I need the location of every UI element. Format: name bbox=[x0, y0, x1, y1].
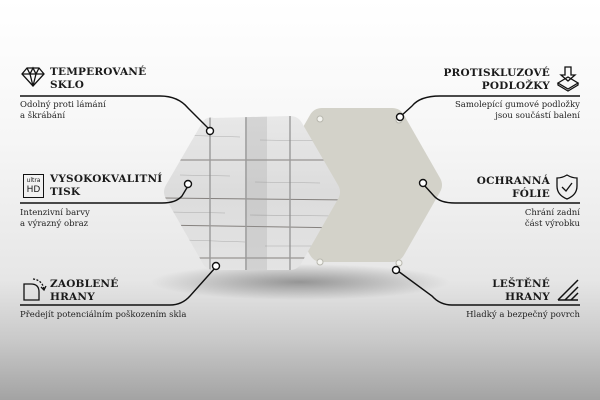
polished-edge-icon bbox=[557, 279, 579, 301]
diamond-icon bbox=[21, 66, 45, 87]
feature-polished-edges: LEŠTĚNÉ HRANY Hladký a bezpečný povrch bbox=[380, 274, 580, 334]
feature-desc-line1: Předejít potenciálním poškozením skla bbox=[20, 310, 187, 320]
feature-title-line1: VYSOKOKVALITNÍ bbox=[50, 173, 163, 185]
feature-desc-line1: Samolepící gumové podložky bbox=[454, 100, 580, 110]
feature-desc-line2: a škrábání bbox=[20, 110, 66, 121]
rounded-corner-icon bbox=[23, 278, 47, 301]
feature-desc-line1: Chrání zadní bbox=[524, 208, 580, 218]
feature-title-line1: OCHRANNÁ bbox=[476, 175, 550, 187]
shield-check-icon bbox=[556, 174, 578, 200]
feature-title-line2: SKLO bbox=[50, 79, 85, 91]
ultra-hd-icon: ultra HD bbox=[23, 174, 44, 198]
feature-title-line2: HRANY bbox=[505, 291, 550, 303]
feature-protective-foil: OCHRANNÁ FÓLIE Chrání zadní část výrobku bbox=[400, 172, 580, 232]
feature-anti-slip-pads: PROTISKLUZOVÉ PODLOŽKY Samolepící gumové… bbox=[400, 64, 580, 124]
feature-desc-line2: část výrobku bbox=[524, 218, 580, 229]
feature-title-line1: PROTISKLUZOVÉ bbox=[443, 67, 550, 79]
feature-title-line2: PODLOŽKY bbox=[481, 80, 550, 92]
feature-desc-line1: Odolný proti lámání bbox=[20, 100, 106, 110]
feature-title-line2: HRANY bbox=[50, 291, 95, 303]
feature-title-line2: TISK bbox=[50, 186, 81, 198]
feature-desc-line2: jsou součástí balení bbox=[495, 110, 580, 121]
feature-title-line1: LEŠTĚNÉ bbox=[492, 278, 550, 290]
feature-desc-line1: Intenzivní barvy bbox=[20, 208, 90, 218]
anti-slip-pad-icon bbox=[556, 66, 580, 92]
feature-desc-line2: a výrazný obraz bbox=[20, 218, 89, 229]
feature-desc-line1: Hladký a bezpečný povrch bbox=[466, 310, 580, 320]
feature-title-line1: TEMPEROVANÉ bbox=[50, 66, 147, 78]
feature-title-line1: ZAOBLENÉ bbox=[50, 278, 119, 290]
feature-title-line2: FÓLIE bbox=[512, 188, 550, 200]
